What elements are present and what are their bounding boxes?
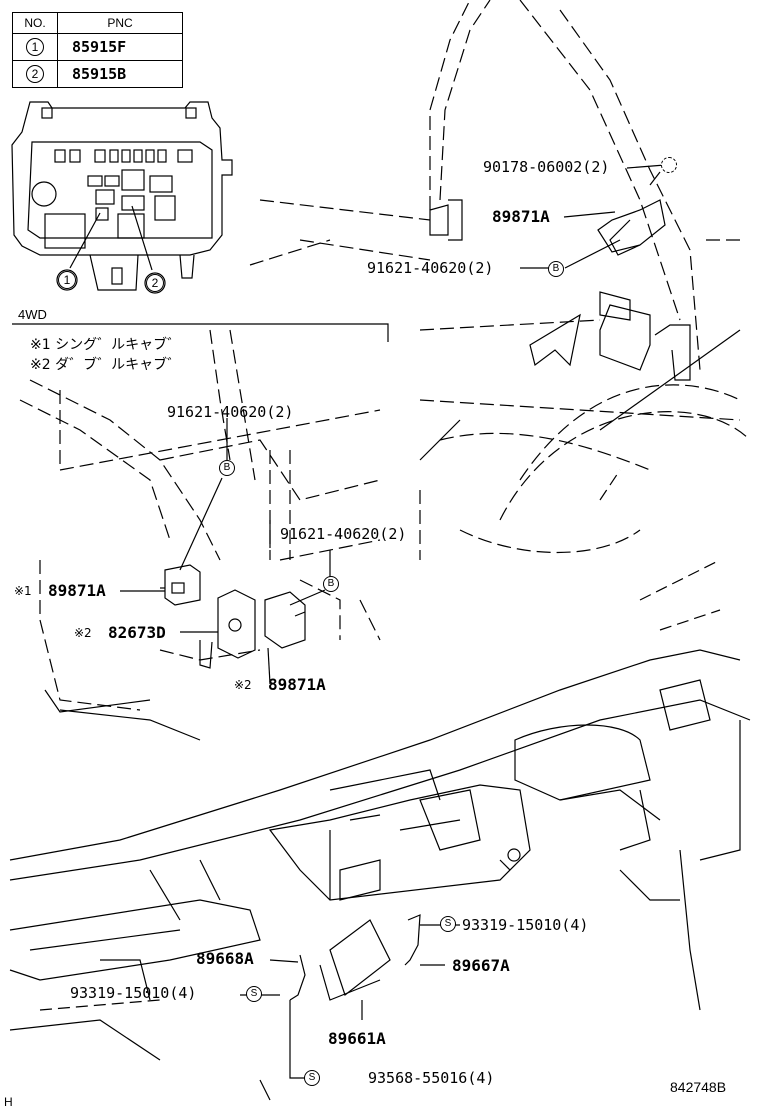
- part-label-91621-40620-mid2: 91621-40620(2): [280, 525, 407, 543]
- part-label-93319-15010-left: 93319-15010(4): [70, 984, 197, 1002]
- marker-single-cab: ※1: [14, 584, 32, 598]
- part-label-89871A-top: 89871A: [492, 207, 550, 226]
- cab-drawing-top: [249, 0, 751, 560]
- clip-symbol: [661, 157, 677, 173]
- cab-solid-lines: [419, 199, 741, 461]
- dashboard-drawing: [9, 649, 751, 1101]
- note-single-cab: ※1 シング゛ルキャブ゛: [30, 337, 182, 353]
- relay-block-drawing: [11, 101, 233, 294]
- module-drawings: [44, 564, 306, 741]
- bolt-b-symbol: B: [219, 460, 235, 476]
- part-label-91621-40620-mid1: 91621-40620(2): [167, 403, 294, 421]
- footer-left-code: H: [4, 1095, 13, 1109]
- part-label-90178-06002: 90178-06002(2): [483, 158, 610, 176]
- marker-double-cab-b: ※2: [234, 678, 252, 692]
- marker-double-cab-a: ※2: [74, 626, 92, 640]
- screw-s-symbol: S: [246, 986, 262, 1002]
- callout-1: 1: [58, 271, 76, 289]
- part-label-89667A: 89667A: [452, 956, 510, 975]
- part-label-89871A-bottom: 89871A: [268, 675, 326, 694]
- figure-number: 842748B: [670, 1079, 727, 1095]
- note-double-cab: ※2 ダ゛ブ゛ルキャブ゛: [30, 357, 182, 373]
- screw-s-symbol: S: [440, 916, 456, 932]
- part-label-82673D: 82673D: [108, 623, 166, 642]
- bolt-b-symbol: B: [323, 576, 339, 592]
- part-label-89661A: 89661A: [328, 1029, 386, 1048]
- part-label-93319-15010-right: 93319-15010(4): [462, 916, 589, 934]
- row-number-badge: 1: [26, 38, 44, 56]
- screw-s-symbol: S: [304, 1070, 320, 1086]
- part-label-93568-55016: 93568-55016(4): [368, 1069, 495, 1087]
- pnc-value: 85915B: [57, 60, 183, 88]
- part-label-89871A-left: 89871A: [48, 581, 106, 600]
- callout-2: 2: [146, 274, 164, 292]
- part-label-89668A: 89668A: [196, 949, 254, 968]
- section-label: 4WD: [18, 307, 47, 322]
- bolt-b-symbol: B: [548, 261, 564, 277]
- dashboard-dashed: [39, 469, 721, 1011]
- section-bracket: [12, 323, 389, 342]
- part-label-91621-40620-top: 91621-40620(2): [367, 259, 494, 277]
- row-number-badge: 2: [26, 65, 44, 83]
- leader-lines: [120, 164, 666, 1079]
- table-row: 2 85915B: [12, 60, 183, 88]
- pnc-table: NO. PNC 1 85915F 2 85915B: [12, 12, 183, 88]
